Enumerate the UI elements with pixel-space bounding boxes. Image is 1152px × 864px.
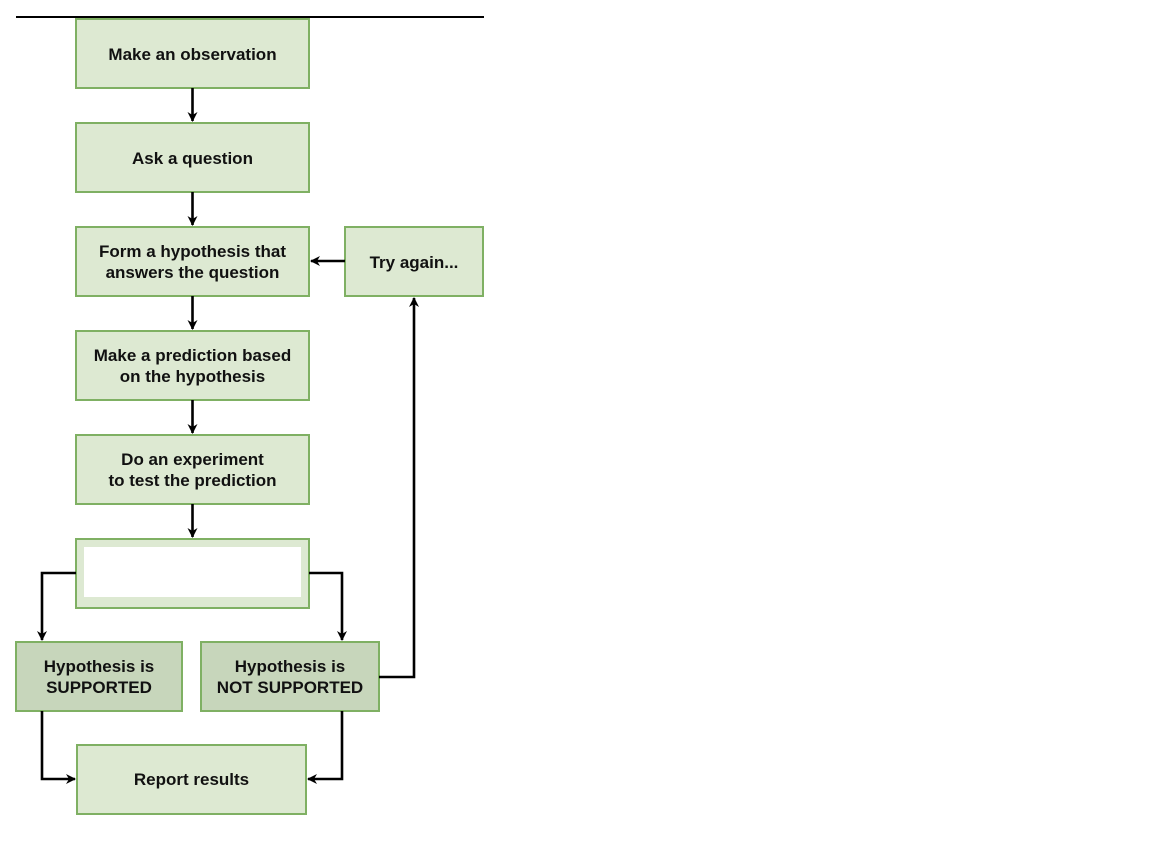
box-hypothesis: Form a hypothesis that answers the quest…	[75, 226, 310, 297]
blank-answer-field	[84, 547, 301, 597]
hypothesis-label-line2: answers the question	[106, 263, 280, 282]
arrow-not-supported-to-report	[307, 711, 344, 784]
arrow-analysis-to-supported	[37, 571, 76, 641]
try-again-label: Try again...	[370, 253, 459, 272]
observation-label: Make an observation	[108, 45, 276, 64]
box-analysis-blank	[75, 538, 310, 609]
box-try-again: Try again...	[344, 226, 484, 297]
box-experiment: Do an experiment to test the prediction	[75, 434, 310, 505]
box-question: Ask a question	[75, 122, 310, 193]
prediction-label-line1: Make a prediction based	[94, 346, 291, 365]
arrow-analysis-to-not-supported	[309, 571, 347, 641]
box-prediction: Make a prediction based on the hypothesi…	[75, 330, 310, 401]
report-label: Report results	[134, 770, 249, 789]
box-observation: Make an observation	[75, 18, 310, 89]
prediction-label-line2: on the hypothesis	[120, 367, 265, 386]
box-supported: Hypothesis is SUPPORTED	[15, 641, 183, 712]
not-supported-label-line2: NOT SUPPORTED	[217, 678, 363, 697]
question-label: Ask a question	[132, 149, 253, 168]
experiment-label-line1: Do an experiment	[121, 450, 264, 469]
box-report: Report results	[76, 744, 307, 815]
arrow-not-supported-to-try-again	[379, 297, 419, 679]
hypothesis-label-line1: Form a hypothesis that	[99, 242, 286, 261]
not-supported-label-line1: Hypothesis is	[235, 657, 346, 676]
supported-label-line1: Hypothesis is	[44, 657, 155, 676]
supported-label-line2: SUPPORTED	[46, 678, 152, 697]
arrow-supported-to-report	[40, 711, 76, 784]
experiment-label-line2: to test the prediction	[108, 471, 276, 490]
box-not-supported: Hypothesis is NOT SUPPORTED	[200, 641, 380, 712]
